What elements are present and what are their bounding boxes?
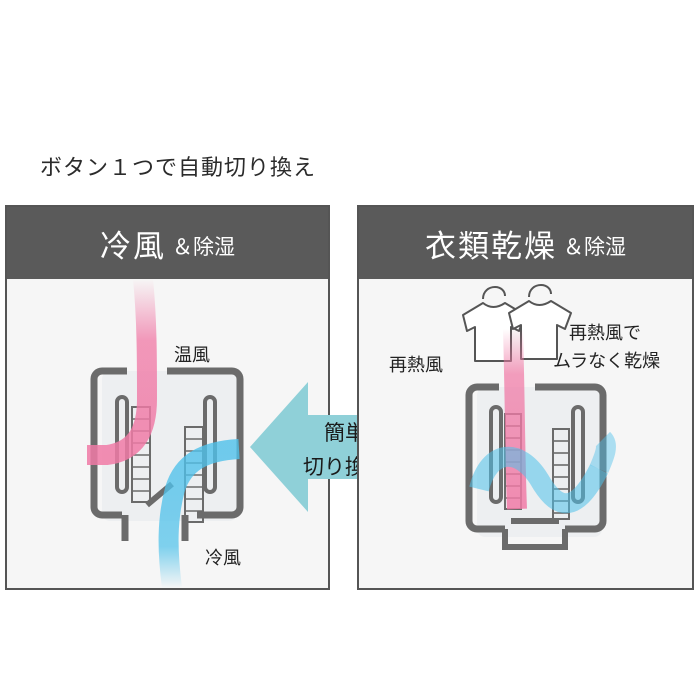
reheat-note-line2: ムラなく乾燥 — [553, 351, 661, 372]
cool-air-label: 冷風 — [205, 548, 241, 569]
reheat-air-flow — [503, 328, 527, 510]
reheat-air-label: 再熱風 — [389, 355, 443, 376]
cool-mode-header: 冷風 ＆除湿 — [7, 207, 328, 279]
cool-mode-diagram-area: 温風 冷風 — [7, 279, 328, 588]
clothes-dry-airflow-diagram — [462, 284, 616, 550]
headline: ボタン１つで自動切り換え — [40, 156, 317, 181]
cool-mode-subtitle: ＆除湿 — [172, 235, 235, 259]
clothes-dry-mode-title: 衣類乾燥 — [425, 228, 557, 265]
warm-air-label: 温風 — [174, 345, 210, 366]
reheat-note-line1: 再熱風で — [569, 323, 641, 344]
cool-mode-airflow-diagram — [87, 279, 244, 588]
cool-mode-title: 冷風 — [100, 228, 166, 265]
clothes-dry-mode-panel: 衣類乾燥 ＆除湿 — [357, 205, 694, 590]
cool-air-flow — [158, 439, 240, 588]
cool-mode-panel: 冷風 ＆除湿 — [5, 205, 330, 590]
circulating-air-flow — [469, 446, 608, 514]
clothes-dry-mode-subtitle: ＆除湿 — [563, 235, 626, 259]
warm-air-flow — [87, 279, 158, 465]
clothes-dry-mode-header: 衣類乾燥 ＆除湿 — [359, 207, 692, 279]
clothes-dry-diagram-area: 再熱風 再熱風で ムラなく乾燥 — [359, 279, 692, 588]
